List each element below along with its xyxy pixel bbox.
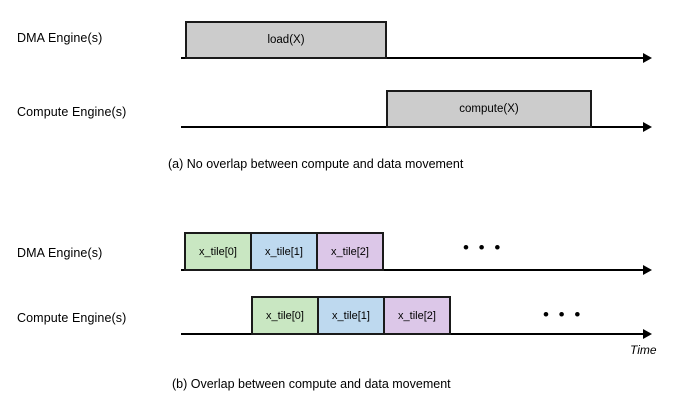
tile-block-compute-0: x_tile[0] — [251, 296, 319, 335]
ellipsis-dma-b: • • • — [463, 238, 503, 257]
tile-block-dma-1: x_tile[1] — [250, 232, 318, 271]
timeline-arrow-compute-a — [643, 122, 652, 132]
ellipsis-compute-b: • • • — [543, 305, 583, 324]
tile-label: x_tile[0] — [266, 309, 304, 322]
timeline-axis-dma-a — [181, 57, 645, 59]
timeline-arrow-dma-b — [643, 265, 652, 275]
timeline-axis-dma-b — [181, 269, 645, 271]
timeline-arrow-compute-b — [643, 329, 652, 339]
timeline-arrow-dma-a — [643, 53, 652, 63]
tile-label: x_tile[0] — [199, 245, 237, 258]
block-compute-x: compute(X) — [386, 90, 592, 128]
row-label-compute-b: Compute Engine(s) — [17, 311, 127, 325]
tile-label: x_tile[1] — [265, 245, 303, 258]
row-label-dma-a: DMA Engine(s) — [17, 31, 103, 45]
row-label-dma-b: DMA Engine(s) — [17, 246, 103, 260]
caption-panel-b: (b) Overlap between compute and data mov… — [172, 377, 451, 391]
row-label-compute-a: Compute Engine(s) — [17, 105, 127, 119]
tile-block-compute-1: x_tile[1] — [317, 296, 385, 335]
tile-block-compute-2: x_tile[2] — [383, 296, 451, 335]
block-load-x: load(X) — [185, 21, 387, 59]
tile-block-dma-0: x_tile[0] — [184, 232, 252, 271]
tile-block-dma-2: x_tile[2] — [316, 232, 384, 271]
caption-panel-a: (a) No overlap between compute and data … — [168, 157, 464, 171]
block-label: compute(X) — [459, 103, 519, 115]
axis-label-time: Time — [630, 343, 657, 357]
tile-label: x_tile[2] — [398, 309, 436, 322]
tile-label: x_tile[2] — [331, 245, 369, 258]
tile-label: x_tile[1] — [332, 309, 370, 322]
block-label: load(X) — [267, 34, 305, 46]
